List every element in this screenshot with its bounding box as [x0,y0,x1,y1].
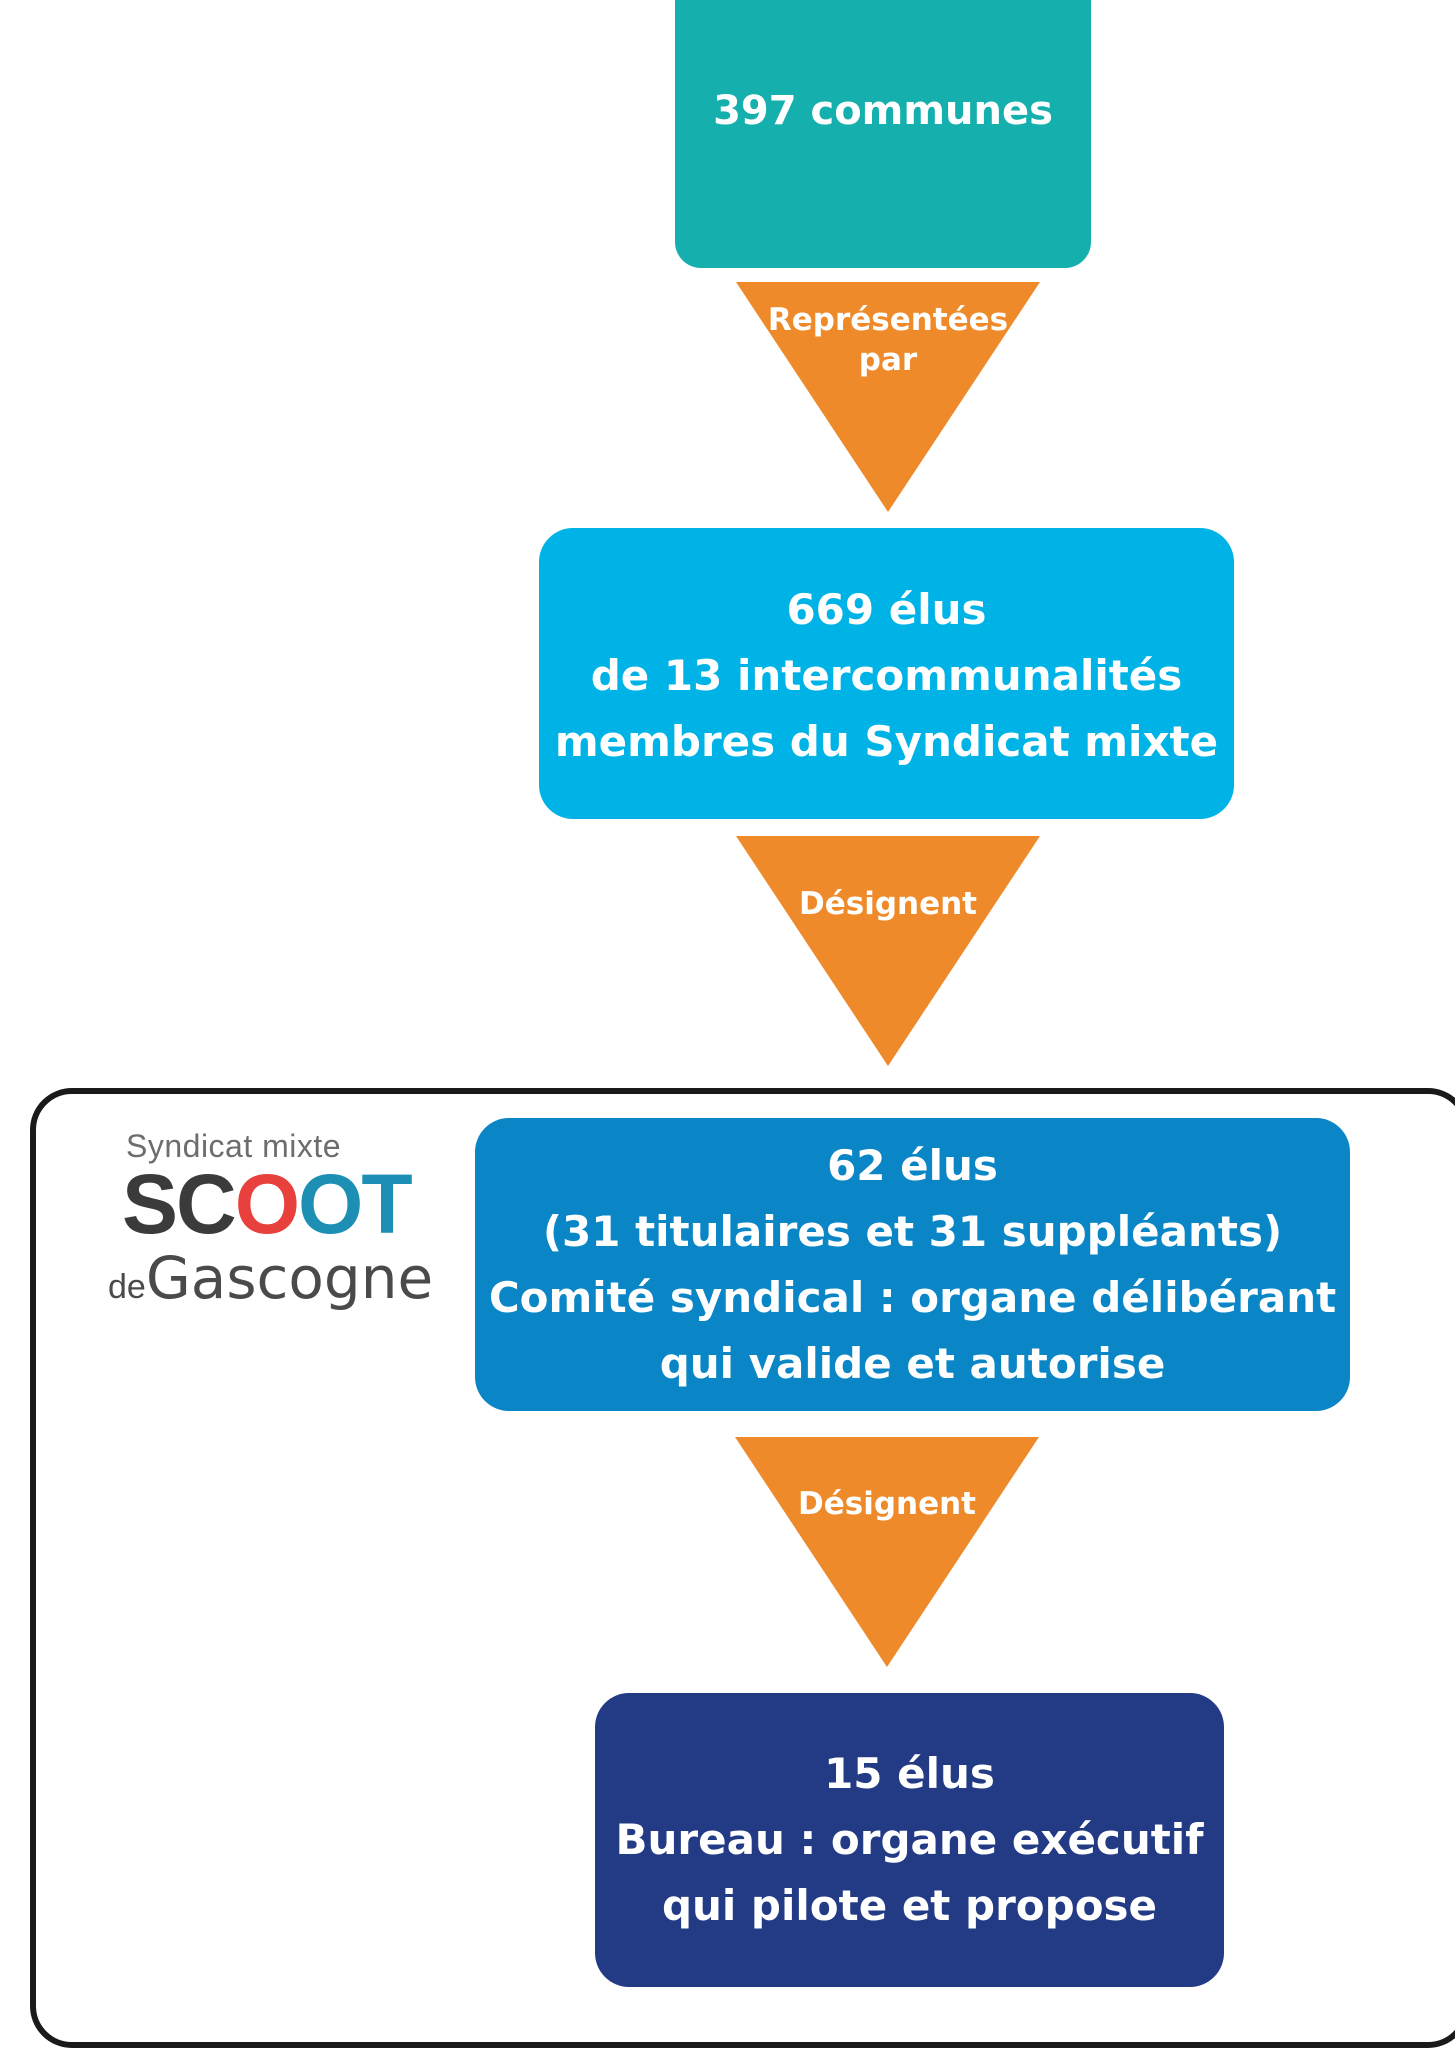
elus-669-line-2: de 13 intercommunalités [590,650,1183,700]
arrow-label-3-line-1: Désignent [797,1486,976,1522]
bureau-line-3: qui pilote et propose [661,1881,1158,1930]
scot-de-gascogne-logo: Syndicat mixte SCOOT deGascogne [108,1128,453,1328]
arrow-label-2-line-1: Désignent [798,886,977,922]
logo-de: de [108,1268,146,1306]
logo-wordmark: SCOOT [122,1156,413,1252]
communes-box: 397 communes [675,0,1091,268]
logo-subtitle: Syndicat mixte [126,1128,342,1164]
arrow-down-3 [735,1437,1039,1667]
arrow-label-2: Désignent [736,884,1040,924]
comite-line-2: (31 titulaires et 31 suppléants) [542,1206,1283,1256]
communes-line: 397 communes [713,88,1053,134]
logo-letter-c: C [176,1157,237,1251]
comite-syndical-box: 62 élus (31 titulaires et 31 suppléants)… [475,1118,1350,1411]
logo-letter-t: T [361,1157,412,1251]
bureau-box: 15 élus Bureau : organe exécutif qui pil… [595,1693,1224,1987]
logo-place: deGascogne [108,1244,433,1312]
elus-669-line-3: membres du Syndicat mixte [554,716,1219,766]
logo-letter-s: S [122,1157,178,1251]
logo-letter-o2: O [298,1157,363,1251]
arrow-down-2 [736,836,1040,1066]
arrow-label-1-line-1: Représentées [767,302,1009,338]
logo-letter-o1: O [234,1157,300,1251]
arrow-down-1 [736,282,1040,512]
arrow-label-1-line-2: par [858,342,918,378]
logo-gascogne: Gascogne [145,1244,434,1312]
elus-669-line-1: 669 élus [786,584,987,634]
elus-669-box: 669 élus de 13 intercommunalités membres… [539,528,1234,819]
bureau-line-1: 15 élus [824,1749,995,1798]
arrow-label-3: Désignent [735,1484,1039,1524]
bureau-line-2: Bureau : organe exécutif [615,1815,1204,1864]
comite-line-1: 62 élus [827,1140,998,1190]
comite-line-3: Comité syndical : organe délibérant [488,1272,1337,1322]
comite-line-4: qui valide et autorise [659,1338,1166,1388]
arrow-label-1: Représentées par [736,300,1040,380]
